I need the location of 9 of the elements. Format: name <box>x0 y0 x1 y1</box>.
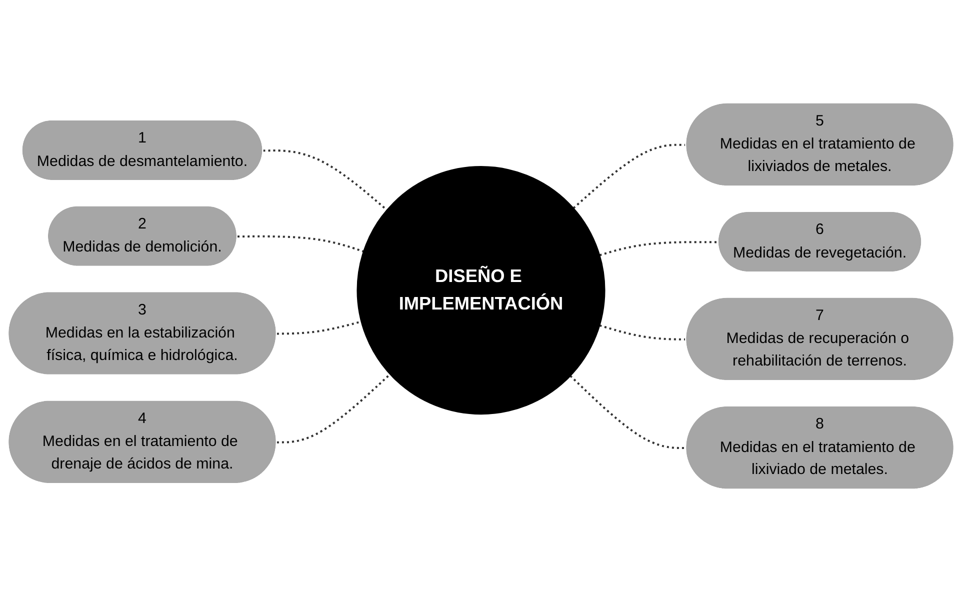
connector <box>572 144 686 209</box>
connector <box>238 235 364 252</box>
connector <box>276 374 391 444</box>
node-circle: DISEÑO E IMPLEMENTACIÓN <box>356 166 606 415</box>
connector <box>599 241 718 256</box>
connector <box>570 375 686 450</box>
connector <box>599 324 686 340</box>
connector <box>276 320 362 335</box>
connector <box>263 150 388 211</box>
